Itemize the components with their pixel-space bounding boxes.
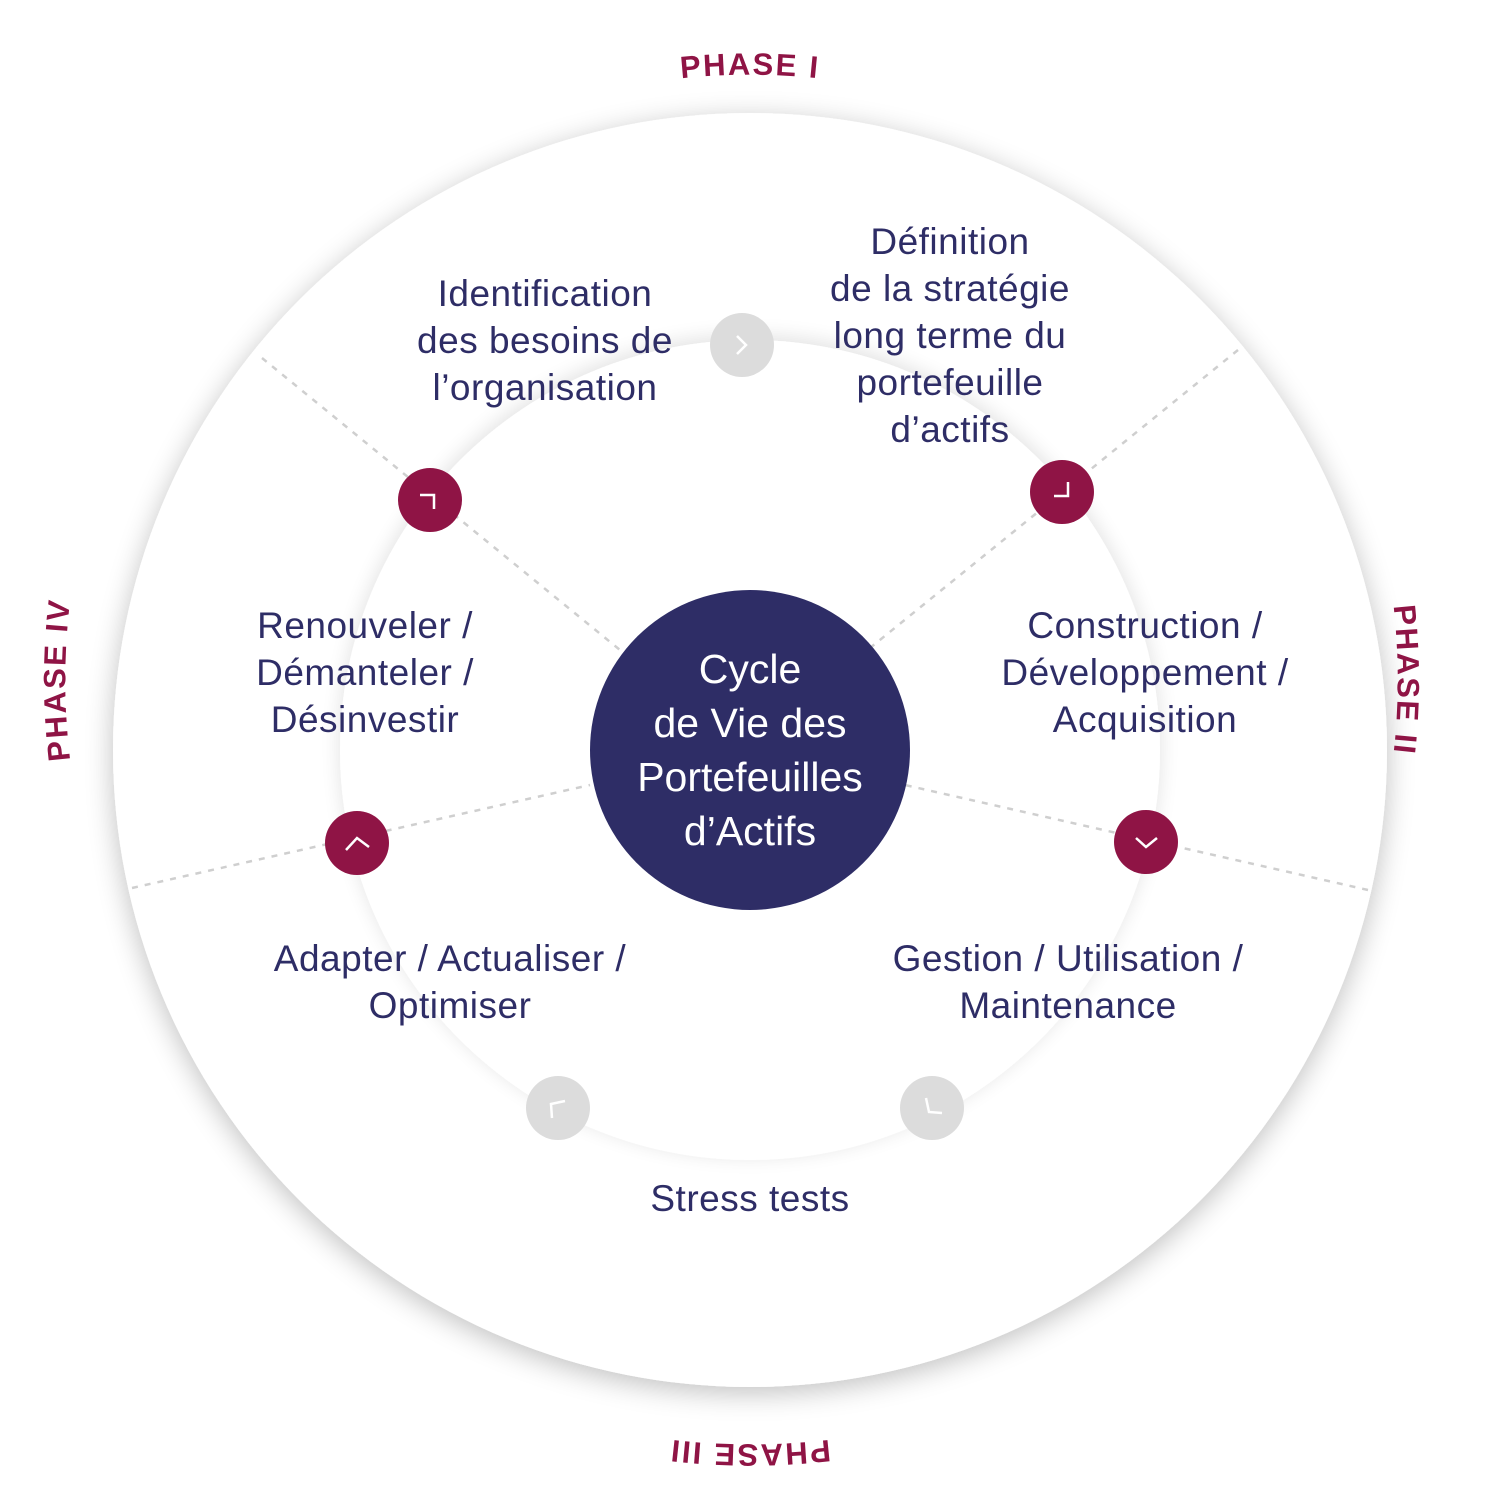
chevron-icon (924, 1097, 943, 1115)
step-stress-tests: Stress tests (650, 1178, 850, 1219)
step-node-crimson (1030, 460, 1094, 524)
chevron-icon (345, 836, 370, 851)
step-node-grey (900, 1076, 964, 1140)
chevron-icon (1054, 482, 1070, 498)
step-definition: Définition de la stratégie long terme du… (830, 221, 1070, 450)
step-construction: Construction / Développement / Acquisiti… (1001, 605, 1289, 740)
phase-label-4: PHASE IV (37, 597, 77, 763)
step-node-grey (710, 313, 774, 377)
phase-label-2: PHASE II (1387, 603, 1426, 757)
step-adapter: Adapter / Actualiser / Optimiser (273, 938, 627, 1026)
step-gestion: Gestion / Utilisation / Maintenance (892, 938, 1244, 1026)
step-renouveler: Renouveler / Démanteler / Désinvestir (256, 605, 474, 740)
phase-label-3: PHASE III (667, 1433, 832, 1473)
phase-label-1: PHASE I (679, 47, 822, 86)
chevron-icon (736, 335, 748, 355)
step-node-crimson (325, 811, 389, 875)
chevron-icon (549, 1099, 566, 1119)
step-node-crimson (1114, 810, 1178, 874)
chevron-icon (420, 493, 436, 509)
step-node-grey (526, 1076, 590, 1140)
step-node-crimson (398, 468, 462, 532)
center-title: Cycle de Vie des Portefeuilles d’Actifs (590, 590, 910, 910)
step-identification: Identification des besoins de l’organisa… (417, 273, 673, 408)
chevron-icon (1135, 837, 1158, 849)
